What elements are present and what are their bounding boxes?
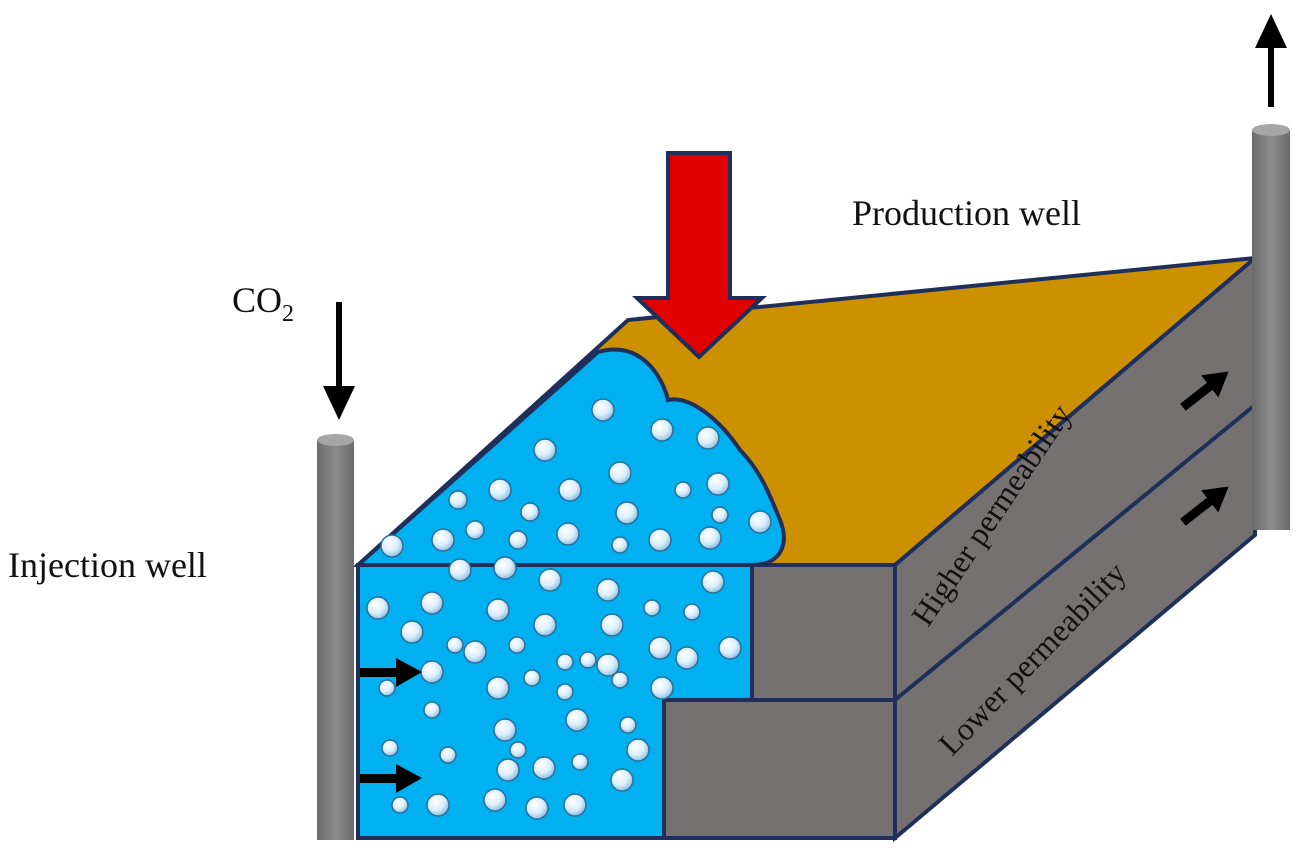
co2-label: CO2: [232, 280, 294, 327]
flow-arrow-higher-permeability: [1180, 371, 1229, 411]
production-well-label: Production well: [852, 193, 1081, 233]
co2-inlet-arrow: [323, 302, 355, 420]
co2-label-main: CO: [232, 280, 282, 320]
production-outlet-arrow: [1255, 14, 1287, 107]
pressure-arrow: [631, 151, 768, 360]
injection-well: [317, 434, 354, 840]
co2-bubbles: [366, 398, 772, 820]
flow-arrow-upper-layer: [360, 658, 422, 687]
co2-label-subscript: 2: [282, 301, 294, 327]
co2-plume-top: [352, 347, 786, 567]
layer-flow-arrows: [1180, 371, 1229, 526]
injection-well-label: Injection well: [8, 545, 207, 585]
injection-flow-arrows: [360, 658, 422, 793]
flow-arrow-lower-layer: [360, 764, 422, 793]
lower-layer-front-face: [662, 698, 897, 840]
upper-layer-front-face: [750, 563, 897, 702]
production-well: [1252, 124, 1290, 530]
flow-arrow-lower-permeability: [1180, 486, 1229, 526]
